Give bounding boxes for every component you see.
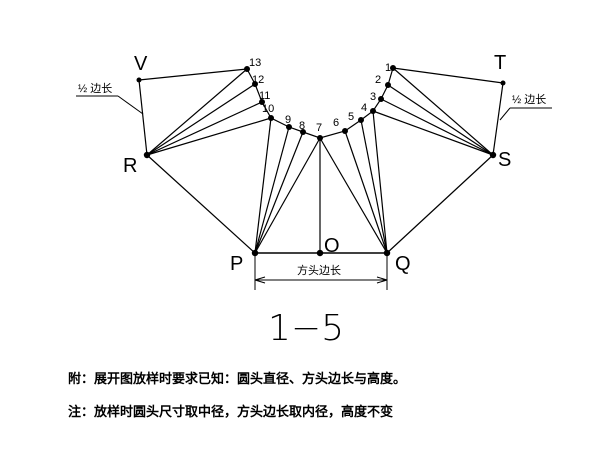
point-label-4: 4 [361, 102, 367, 114]
note-remark: 注：放样时圆头尺寸取中径，方头边长取内径，高度不变 [68, 405, 394, 420]
edge-T-S [492, 82, 504, 156]
point-V [136, 77, 142, 83]
point-label-9: 9 [285, 114, 291, 126]
arc-point-8 [300, 129, 306, 135]
point-label-8: 8 [299, 120, 305, 132]
construction-lines [76, 67, 552, 290]
leader-right-pointer [499, 107, 511, 121]
edge-S-4 [372, 110, 494, 156]
dim-arrow-left-a [254, 276, 266, 281]
arc-point-12 [252, 81, 258, 87]
label-T: T [494, 52, 506, 74]
arc-point-9 [286, 124, 292, 130]
construction-points [136, 65, 506, 257]
arc-point-10 [268, 115, 274, 121]
point-label-2: 2 [375, 74, 381, 86]
edge-P-10 [254, 117, 272, 254]
arc-point-7 [317, 135, 323, 141]
figure-number: 1−5 [268, 308, 344, 349]
note-attachment: 附：展开图放样时要求已知：圆头直径、方头边长与高度。 [68, 372, 407, 387]
arc-point-1 [390, 65, 396, 71]
edge-T-1 [392, 67, 504, 84]
point-label-7: 7 [316, 122, 322, 134]
edge-Q-6 [344, 130, 388, 254]
edge-V-R [138, 79, 148, 156]
point-Q [383, 249, 391, 257]
edge-S-2 [387, 84, 494, 156]
point-label-6: 6 [333, 117, 339, 129]
arc-point-5 [358, 117, 364, 123]
label-Q: Q [395, 253, 411, 275]
point-O [316, 249, 324, 257]
point-label-5: 5 [348, 111, 354, 123]
point-T [500, 80, 506, 86]
point-R [143, 151, 151, 159]
edge-Q-4 [372, 110, 388, 254]
half-side-label-left: ½ 边长 [78, 82, 112, 95]
point-label-1: 1 [385, 62, 391, 74]
edge-R-11 [146, 101, 263, 156]
point-label-12: 12 [252, 74, 264, 86]
edge-P-9 [254, 126, 290, 254]
point-S [489, 151, 497, 159]
arc-point-6 [342, 128, 348, 134]
label-O: O [324, 235, 340, 257]
arc-point-3 [378, 96, 384, 102]
edge-Q-7 [319, 137, 388, 254]
edge-V-13 [138, 68, 248, 81]
edge-P-7 [254, 137, 321, 254]
edge-R-13 [146, 68, 248, 156]
point-label-13: 13 [249, 57, 261, 69]
arc-point-2 [385, 82, 391, 88]
leader-left-pointer [117, 95, 144, 115]
edge-R-P [146, 154, 256, 254]
square-side-label: 方头边长 [297, 263, 341, 277]
point-label-10: 10 [262, 103, 274, 115]
arc-point-4 [370, 108, 376, 114]
edge-S-1 [392, 67, 494, 156]
label-R: R [123, 155, 137, 177]
label-V: V [134, 53, 148, 75]
arc-point-13 [244, 66, 250, 72]
label-P: P [230, 253, 243, 275]
arc-point-11 [259, 99, 265, 105]
half-side-label-right: ½ 边长 [512, 93, 546, 106]
edge-S-3 [380, 98, 494, 156]
point-label-11: 11 [259, 90, 270, 102]
edge-S-Q [386, 154, 494, 254]
edge-R-10 [146, 117, 272, 156]
edge-Q-5 [360, 119, 388, 254]
edge-P-8 [254, 131, 304, 254]
point-P [251, 249, 259, 257]
dim-arrow-left-b [254, 279, 266, 284]
edge-R-12 [146, 83, 256, 156]
point-label-3: 3 [370, 91, 376, 103]
dim-arrow-right-a [376, 276, 388, 281]
label-S: S [498, 149, 511, 171]
dim-arrow-right-b [376, 279, 388, 284]
